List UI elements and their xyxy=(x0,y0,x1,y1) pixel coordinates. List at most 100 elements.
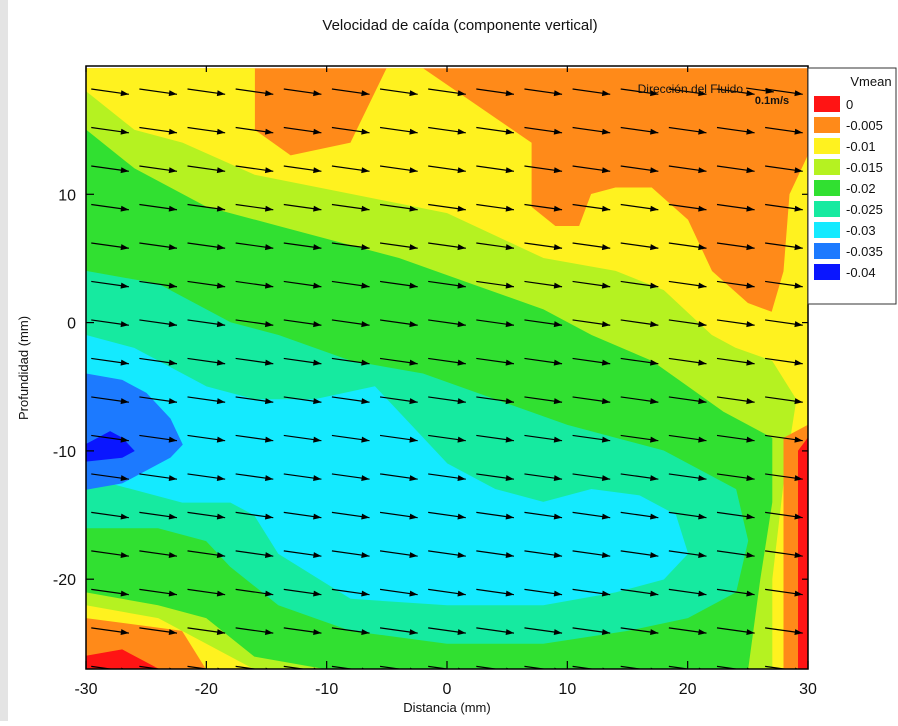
contour-bands xyxy=(86,68,808,669)
velocity-vector-182 xyxy=(187,550,226,559)
velocity-vector-187 xyxy=(428,550,466,559)
velocity-vector-203 xyxy=(476,588,515,597)
legend-swatch xyxy=(814,180,840,196)
velocity-vector-50 xyxy=(331,203,370,212)
velocity-vector-219 xyxy=(524,627,563,636)
velocity-vector-43 xyxy=(716,165,755,174)
velocity-vector-27 xyxy=(668,126,707,135)
velocity-vector-189 xyxy=(524,550,563,559)
velocity-vector-201 xyxy=(379,588,418,597)
velocity-vector-177 xyxy=(668,511,707,520)
velocity-vector-127 xyxy=(428,396,466,405)
vector-annotation-label: Dirección del Fluido xyxy=(638,82,744,96)
velocity-vector-150 xyxy=(91,473,129,482)
velocity-vector-21 xyxy=(379,126,418,135)
velocity-vector-133 xyxy=(716,396,755,405)
legend-label: -0.005 xyxy=(846,118,883,133)
velocity-vector-178 xyxy=(716,511,755,520)
y-tick-label: 10 xyxy=(58,187,76,204)
velocity-vector-63 xyxy=(235,242,274,251)
velocity-vector-46 xyxy=(139,203,178,212)
velocity-vector-110 xyxy=(331,357,370,366)
velocity-vector-125 xyxy=(331,396,370,405)
velocity-vector-220 xyxy=(572,627,611,636)
velocity-vector-130 xyxy=(572,396,611,405)
legend-item: -0.025 xyxy=(814,201,883,217)
velocity-vector-41 xyxy=(620,165,659,174)
velocity-vector-210 xyxy=(91,627,129,636)
velocity-vector-32 xyxy=(187,165,226,174)
velocity-vector-75 xyxy=(91,280,129,289)
velocity-vector-155 xyxy=(331,473,370,482)
velocity-vector-213 xyxy=(235,627,274,636)
velocity-vector-0 xyxy=(91,88,129,97)
legend-swatch xyxy=(814,264,840,280)
legend-item: -0.02 xyxy=(814,180,876,196)
velocity-vector-139 xyxy=(283,434,322,443)
velocity-vector-173 xyxy=(476,511,515,520)
velocity-vector-212 xyxy=(187,627,226,636)
x-tick-label: 10 xyxy=(558,681,576,698)
x-tick-label: 20 xyxy=(679,681,697,698)
velocity-vector-68 xyxy=(476,242,515,251)
velocity-vector-132 xyxy=(668,396,707,405)
velocity-vector-80 xyxy=(331,280,370,289)
velocity-vector-181 xyxy=(139,550,178,559)
velocity-vector-94 xyxy=(283,319,322,328)
velocity-vector-11 xyxy=(620,88,659,97)
velocity-vector-49 xyxy=(283,203,322,212)
velocity-vector-138 xyxy=(235,434,274,443)
velocity-vector-166 xyxy=(139,511,178,520)
velocity-vector-146 xyxy=(620,434,659,443)
velocity-vector-40 xyxy=(572,165,611,174)
velocity-vector-42 xyxy=(668,165,707,174)
velocity-vector-119 xyxy=(765,357,803,366)
velocity-vector-131 xyxy=(620,396,659,405)
velocity-vector-216 xyxy=(379,627,418,636)
velocity-vector-85 xyxy=(572,280,611,289)
velocity-vector-33 xyxy=(235,165,274,174)
velocity-vector-56 xyxy=(620,203,659,212)
velocity-vector-73 xyxy=(716,242,755,251)
velocity-vector-57 xyxy=(668,203,707,212)
velocity-vector-128 xyxy=(476,396,515,405)
velocity-vector-103 xyxy=(716,319,755,328)
velocity-vector-122 xyxy=(187,396,226,405)
velocity-vector-141 xyxy=(379,434,418,443)
velocity-vector-15 xyxy=(91,126,129,135)
legend-swatch xyxy=(814,201,840,217)
legend-item: -0.04 xyxy=(814,264,876,280)
velocity-vector-44 xyxy=(765,165,803,174)
legend-title: Vmean xyxy=(850,74,891,89)
velocity-vector-136 xyxy=(139,434,178,443)
velocity-vectors xyxy=(91,88,803,669)
vector-annotation: Dirección del Fluido 0.1m/s xyxy=(638,82,790,107)
velocity-vector-5 xyxy=(331,88,370,97)
velocity-vector-116 xyxy=(620,357,659,366)
velocity-vector-13 xyxy=(716,88,755,97)
velocity-vector-8 xyxy=(476,88,515,97)
velocity-vector-126 xyxy=(379,396,418,405)
velocity-vector-105 xyxy=(91,357,129,366)
velocity-vector-117 xyxy=(668,357,707,366)
velocity-vector-197 xyxy=(187,588,226,597)
velocity-vector-28 xyxy=(716,126,755,135)
velocity-vector-101 xyxy=(620,319,659,328)
velocity-vector-161 xyxy=(620,473,659,482)
velocity-vector-52 xyxy=(428,203,466,212)
contour-band-9 xyxy=(798,437,808,669)
velocity-vector-168 xyxy=(235,511,274,520)
velocity-vector-176 xyxy=(620,511,659,520)
velocity-vector-65 xyxy=(331,242,370,251)
velocity-vector-64 xyxy=(283,242,322,251)
velocity-vector-194 xyxy=(765,550,803,559)
velocity-vector-98 xyxy=(476,319,515,328)
velocity-vector-218 xyxy=(476,627,515,636)
velocity-vector-90 xyxy=(91,319,129,328)
vector-scale-arrow-mark xyxy=(746,87,774,94)
velocity-vector-169 xyxy=(283,511,322,520)
velocity-vector-208 xyxy=(716,588,755,597)
